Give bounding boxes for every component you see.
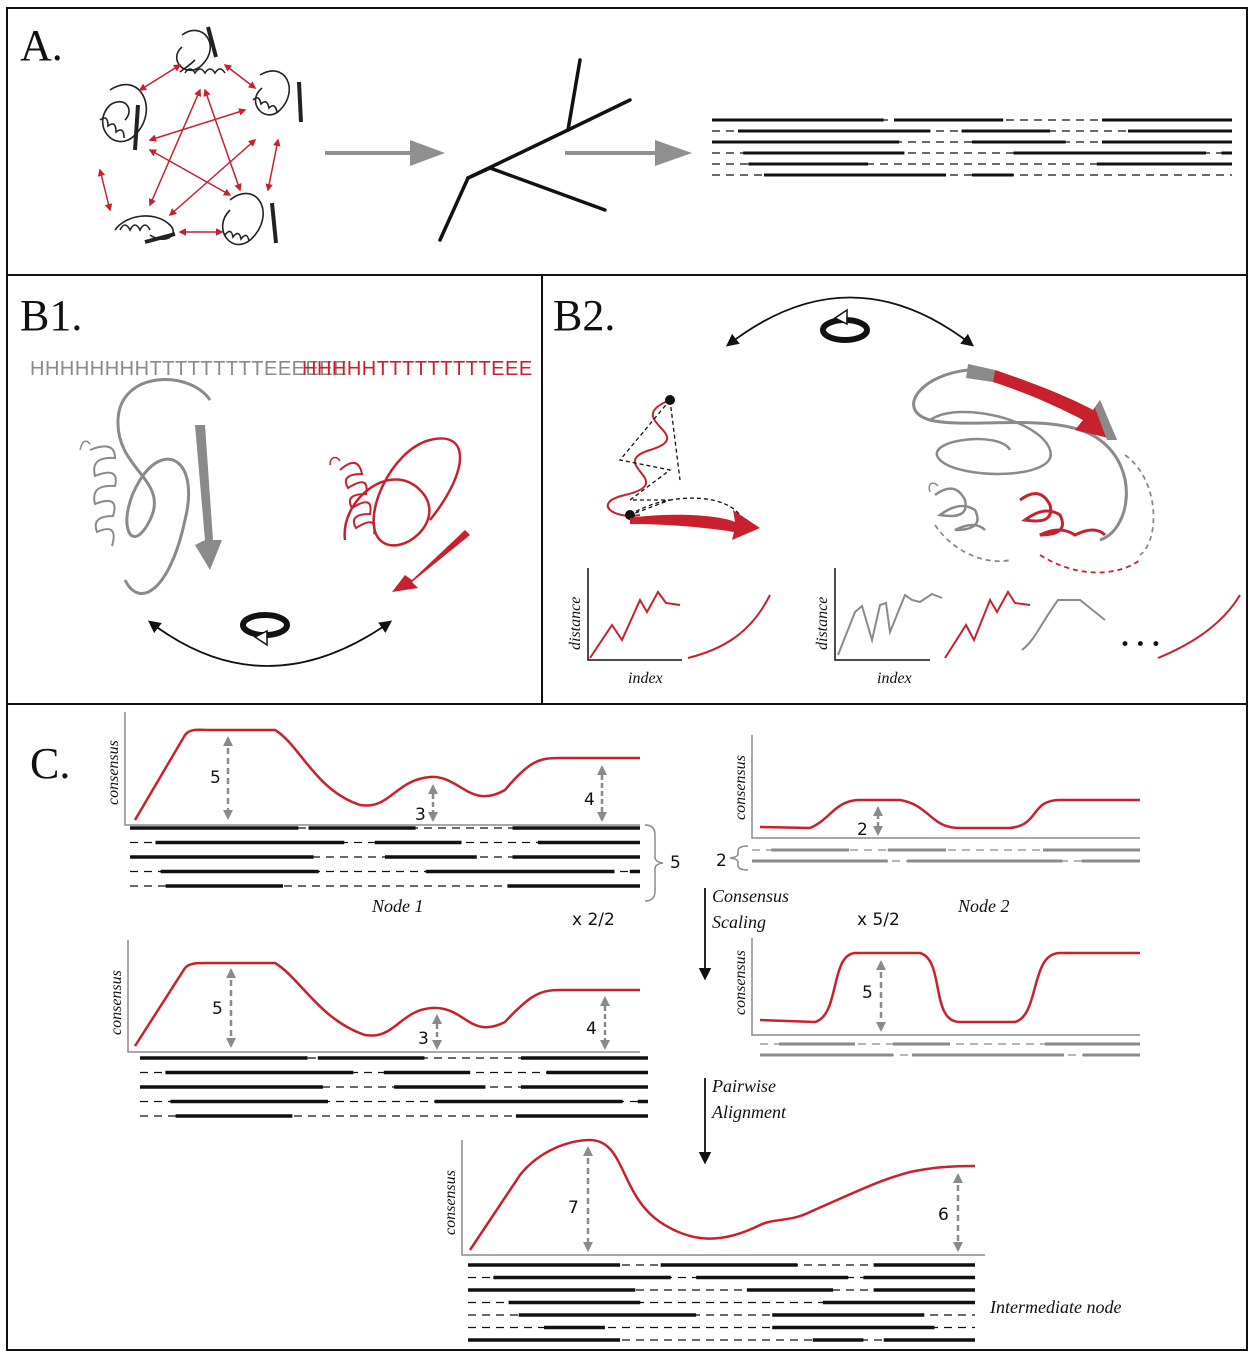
node2-bracket-count: 2 xyxy=(716,851,727,871)
node1-depth-2: 3 xyxy=(415,805,426,825)
node2-alignment xyxy=(752,850,1140,861)
node1-scaled-depth-1: 5 xyxy=(212,999,223,1019)
distance-plot-left: distance index xyxy=(567,568,770,687)
structure-ensemble xyxy=(100,27,301,245)
ellipsis: • • • xyxy=(1120,635,1161,655)
distance-ylabel-right: distance xyxy=(814,597,831,650)
fold-left xyxy=(100,85,146,150)
node1-scaled-alignment xyxy=(140,1058,648,1116)
panel-c-label: C. xyxy=(30,739,70,788)
fold-right xyxy=(253,71,301,122)
fold-top xyxy=(177,27,225,73)
step2-line1: Pairwise xyxy=(711,1076,776,1096)
superposition-arrow-b1 xyxy=(150,622,390,666)
node2-depth-1: 2 xyxy=(857,820,868,840)
panel-a-label: A. xyxy=(20,21,63,70)
panel-borders xyxy=(7,8,1247,1350)
node1-scaled-depth-2: 3 xyxy=(418,1029,429,1049)
step1-line2: Scaling xyxy=(712,912,766,932)
node1-ylabel: consensus xyxy=(105,740,122,805)
panel-b2-label: B2. xyxy=(553,291,615,340)
merged-depth-2: 6 xyxy=(938,1205,949,1225)
b2-right-structure xyxy=(914,364,1154,573)
node2-scaled-plot: consensus 5 xyxy=(732,938,1140,1055)
node1-depth-1: 5 xyxy=(210,768,221,788)
node2-name: Node 2 xyxy=(957,896,1010,916)
node1-name: Node 1 xyxy=(371,896,424,916)
node2-scaled-ylabel: consensus xyxy=(732,950,749,1015)
merged-consensus-plot: consensus 7 6 Intermediate node xyxy=(442,1140,1121,1340)
node1-scaled-ylabel: consensus xyxy=(108,970,125,1035)
panel-b1: B1. HHHHHHHHTTTTTTTTTEEEEEE HHHHHTTTTTTT… xyxy=(20,291,533,666)
node1-consensus-plot: consensus 5 3 4 5 Node 1 x 2/2 xyxy=(105,712,681,930)
pairwise-comparison-arrows xyxy=(100,65,278,232)
node2-scale: x 5/2 xyxy=(857,910,900,930)
panel-c: C. consensus 5 3 4 5 Node 1 x 2/2 consen… xyxy=(30,712,1140,1340)
panel-b2: B2. xyxy=(553,291,1240,687)
flow-arrow-1 xyxy=(325,140,445,166)
node1-depth-3: 4 xyxy=(584,790,595,810)
panel-b1-label: B1. xyxy=(20,291,82,340)
red-structure xyxy=(330,438,470,592)
b2-left-structure xyxy=(608,395,760,540)
index-xlabel-right: index xyxy=(877,670,912,687)
node2-ylabel: consensus xyxy=(732,755,749,820)
fold-bottom-right xyxy=(223,193,276,244)
node1-scale: x 2/2 xyxy=(572,910,615,930)
node2-scaled-depth-1: 5 xyxy=(862,983,873,1003)
node2-scaled-alignment xyxy=(760,1044,1140,1055)
merged-alignment xyxy=(468,1265,975,1340)
clustering-tree xyxy=(440,60,630,240)
sequence-gray: HHHHHHHHTTTTTTTTTEEEEEE xyxy=(30,358,347,380)
node1-alignment xyxy=(130,828,640,886)
fold-bottom-left xyxy=(115,216,175,242)
node1-scaled-depth-3: 4 xyxy=(586,1019,597,1039)
rotation-icon xyxy=(243,615,287,645)
sequence-red: HHHHHTTTTTTTTTEEE xyxy=(302,358,533,380)
flow-arrow-2 xyxy=(565,140,692,166)
alignment-block-a xyxy=(712,120,1232,175)
distance-plot-right: distance index • • • xyxy=(814,568,1240,687)
step2-line2: Alignment xyxy=(711,1102,787,1122)
step1-line1: Consensus xyxy=(712,886,789,906)
rotation-icon-b2 xyxy=(823,310,867,340)
distance-ylabel-left: distance xyxy=(567,597,584,650)
panel-a: A. xyxy=(20,21,1232,245)
merged-depth-1: 7 xyxy=(568,1198,579,1218)
pairwise-alignment-step: Pairwise Alignment xyxy=(705,1076,787,1162)
merged-ylabel: consensus xyxy=(442,1170,459,1235)
node1-bracket-count: 5 xyxy=(670,853,681,873)
gray-structure xyxy=(80,380,222,594)
merged-name: Intermediate node xyxy=(989,1297,1121,1317)
node1-scaled-plot: consensus 5 3 4 xyxy=(108,940,648,1116)
index-xlabel-left: index xyxy=(628,670,663,687)
